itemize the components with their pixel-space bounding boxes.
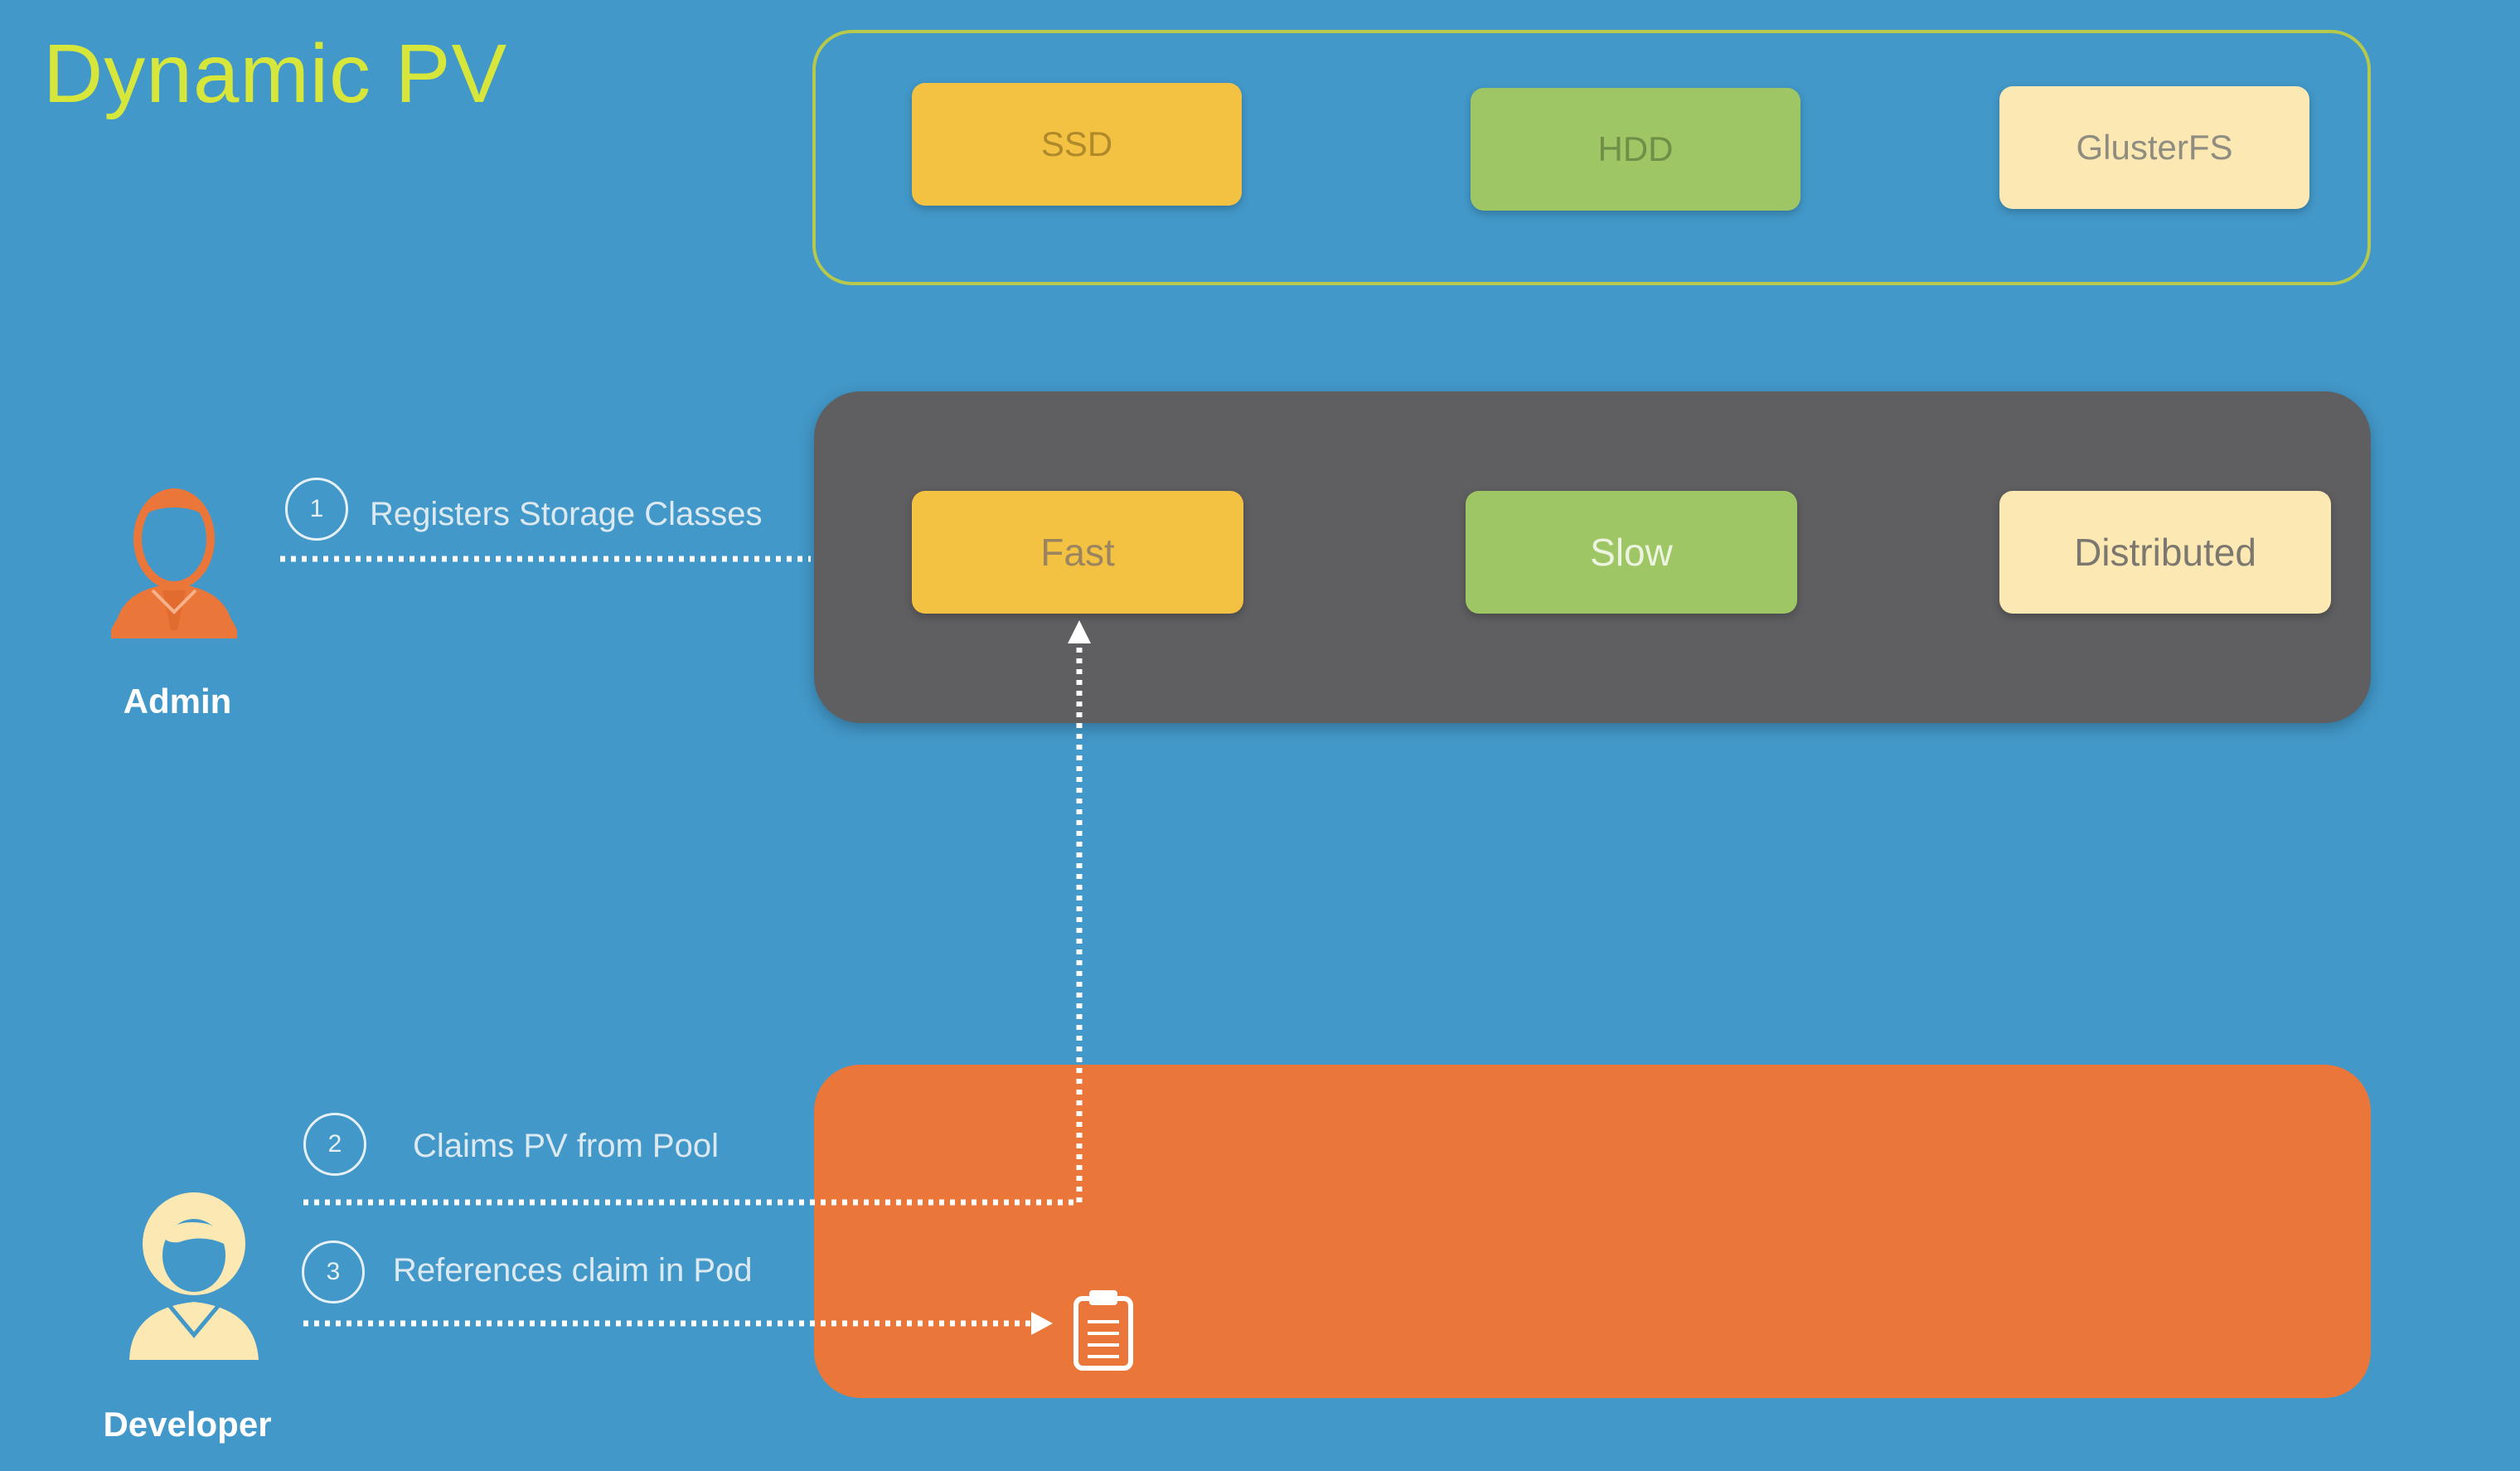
step-3-label: References claim in Pod [393, 1252, 753, 1289]
backend-hdd: HDD [1471, 88, 1800, 211]
step3-arrowhead [1031, 1312, 1053, 1335]
storage-class-distributed: Distributed [1999, 491, 2331, 614]
backend-ssd: SSD [912, 83, 1242, 206]
developer-label: Developer [103, 1405, 272, 1444]
step-2-label: Claims PV from Pool [413, 1128, 719, 1164]
step-1-label: Registers Storage Classes [370, 496, 763, 532]
admin-label: Admin [123, 682, 232, 721]
developer-person-icon [129, 1192, 259, 1360]
storage-backends-panel [812, 30, 2371, 285]
step2-arrowhead [1068, 620, 1091, 643]
page-title: Dynamic PV [43, 27, 508, 120]
storage-class-fast: Fast [912, 491, 1243, 614]
step-2-number: 2 [303, 1113, 366, 1176]
clipboard-icon [1073, 1290, 1133, 1371]
storage-class-slow: Slow [1466, 491, 1797, 614]
admin-person-icon [111, 488, 237, 638]
step-3-number: 3 [302, 1240, 365, 1304]
backend-glusterfs: GlusterFS [1999, 86, 2309, 209]
step-1-number: 1 [285, 478, 348, 541]
